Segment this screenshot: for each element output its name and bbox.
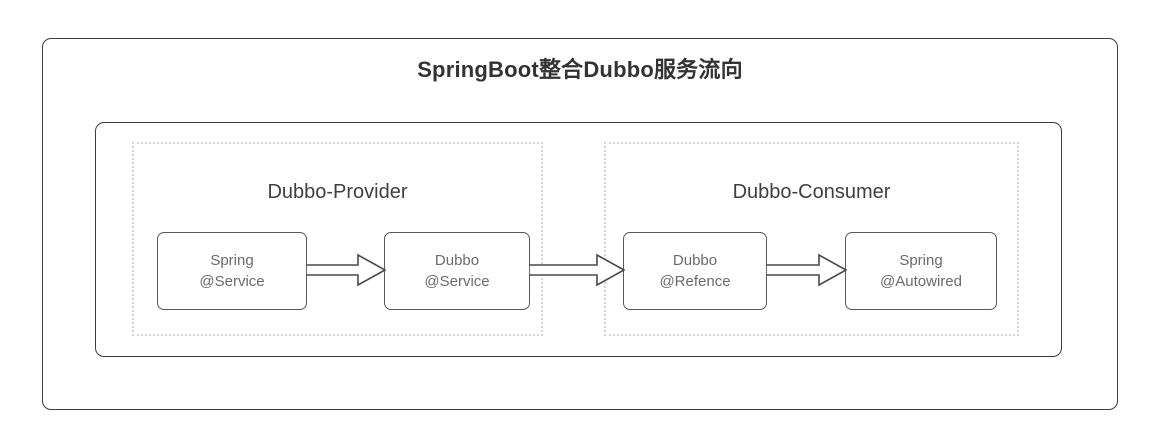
- node-dubbo-service-line2: @Service: [424, 273, 490, 290]
- group-dubbo-provider: Dubbo-Provider: [132, 142, 543, 336]
- node-spring-autowired[interactable]: Spring @Autowired: [845, 232, 997, 310]
- node-spring-autowired-line2: @Autowired: [880, 273, 962, 290]
- node-spring-service-line2: @Service: [199, 273, 265, 290]
- node-dubbo-refence[interactable]: Dubbo @Refence: [623, 232, 767, 310]
- group-label-dubbo-consumer: Dubbo-Consumer: [732, 181, 891, 203]
- node-spring-service[interactable]: Spring @Service: [157, 232, 307, 310]
- node-dubbo-service[interactable]: Dubbo @Service: [384, 232, 530, 310]
- page-title: SpringBoot整合Dubbo服务流向: [417, 57, 743, 82]
- node-spring-autowired-line1: Spring: [899, 252, 943, 269]
- group-dubbo-consumer: Dubbo-Consumer: [604, 142, 1019, 336]
- group-label-dubbo-provider: Dubbo-Provider: [267, 181, 408, 203]
- node-dubbo-service-line1: Dubbo: [434, 252, 480, 269]
- node-dubbo-refence-line2: @Refence: [659, 273, 731, 290]
- node-dubbo-refence-line1: Dubbo: [672, 252, 718, 269]
- arrow-right-icon-spring-service-to-dubbo-service: [306, 252, 386, 288]
- node-spring-service-line1: Spring: [210, 252, 254, 269]
- arrow-right-icon-dubbo-service-to-dubbo-refence: [529, 252, 625, 288]
- arrow-right-icon-dubbo-refence-to-spring-autowired: [766, 252, 847, 288]
